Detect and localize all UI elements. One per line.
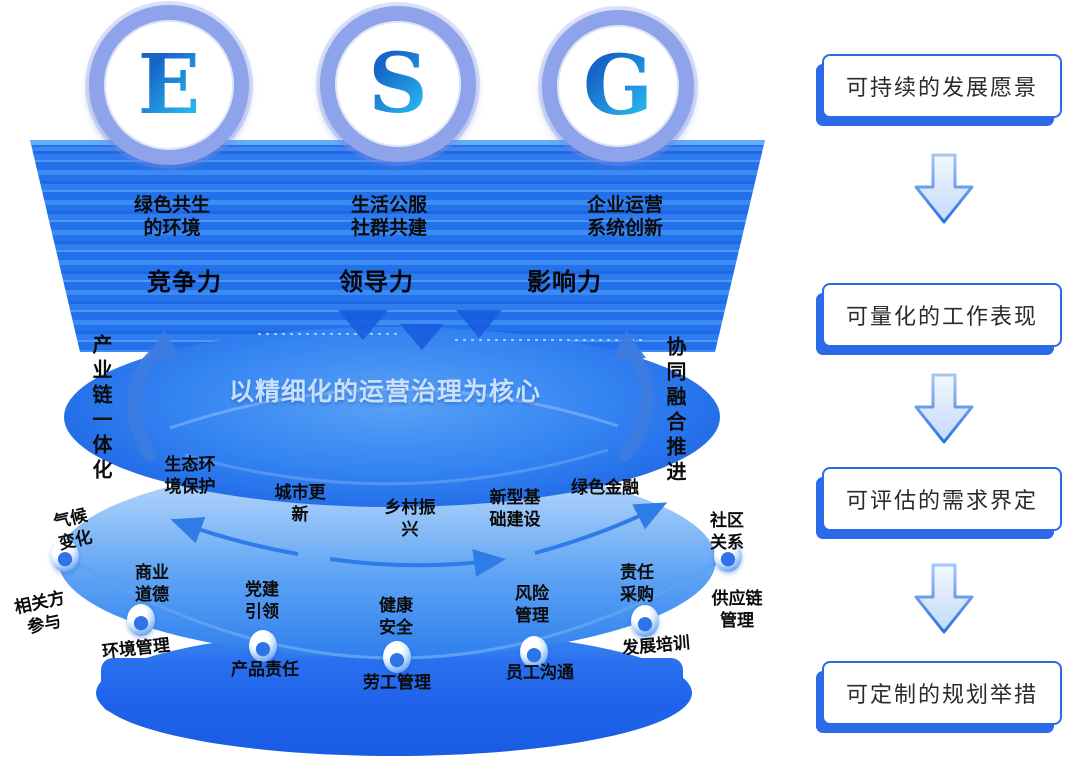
ring-label-urban-renewal: 城市更 新 xyxy=(274,483,326,524)
esg-circle-e: E xyxy=(89,5,249,165)
focus-label-governance: 企业运营 系统创新 xyxy=(586,195,663,240)
funnel-shape xyxy=(30,140,765,352)
ring-label-risk-management: 风险 管理 xyxy=(515,584,549,625)
down-arrow-icon xyxy=(905,562,983,636)
step-label: 可量化的工作表现 xyxy=(845,304,1038,329)
step-box-vision: 可持续的发展愿景 xyxy=(822,54,1062,118)
step-label: 可定制的规划举措 xyxy=(845,682,1038,707)
bead-icon xyxy=(631,605,659,637)
ring-label-green-finance: 绿色金融 xyxy=(571,478,639,497)
step-label: 可评估的需求界定 xyxy=(845,488,1038,513)
ring-label-rural-revitalization: 乡村振 兴 xyxy=(384,498,436,539)
down-arrow-icon xyxy=(905,152,983,226)
esg-circle-g: G xyxy=(542,10,694,162)
ring-label-health-safety: 健康 安全 xyxy=(379,596,413,637)
keyword-influence: 影响力 xyxy=(527,269,602,296)
down-arrow-icon xyxy=(905,372,983,446)
right-axis-label: 协同融合推进 xyxy=(663,336,685,486)
bead-icon xyxy=(383,641,411,673)
ring-label-community-relations: 社区 关系 xyxy=(710,511,744,552)
esg-letter-s: S xyxy=(368,36,428,132)
ring-label-party-building: 党建 引领 xyxy=(245,580,279,621)
core-banner: 以精细化的运营治理为核心 xyxy=(228,378,541,406)
esg-circle-s: S xyxy=(320,6,476,162)
keyword-competitiveness: 竞争力 xyxy=(147,269,222,296)
ring-label-product-responsibility: 产品责任 xyxy=(231,660,299,679)
focus-label-social: 生活公服 社群共建 xyxy=(350,195,427,240)
ring-label-labor-management: 劳工管理 xyxy=(363,673,431,692)
ring-label-employee-communication: 员工沟通 xyxy=(506,663,574,682)
ring-label-eco-protection: 生态环 境保护 xyxy=(164,455,216,496)
left-axis-label: 产业链一体化 xyxy=(89,334,111,484)
ring-label-supply-chain: 供应链 管理 xyxy=(711,589,763,630)
keyword-leadership: 领导力 xyxy=(339,269,414,296)
step-box-planning: 可定制的规划举措 xyxy=(822,661,1062,725)
ring-label-responsible-procurement: 责任 采购 xyxy=(620,563,654,604)
step-label: 可持续的发展愿景 xyxy=(845,75,1038,100)
esg-letter-e: E xyxy=(137,37,201,133)
step-box-performance: 可量化的工作表现 xyxy=(822,283,1062,347)
ring-label-stakeholder-engagement: 相关方 参与 xyxy=(12,588,67,637)
bead-icon xyxy=(249,630,277,662)
step-box-needs: 可评估的需求界定 xyxy=(822,467,1062,531)
bead-icon xyxy=(127,604,155,636)
ring-label-new-infrastructure: 新型基 础建设 xyxy=(489,488,541,529)
esg-letter-g: G xyxy=(582,38,654,134)
focus-label-environment: 绿色共生 的环境 xyxy=(133,195,210,240)
ring-label-development-training: 发展培训 xyxy=(621,633,691,658)
ring-label-business-ethics: 商业 道德 xyxy=(135,563,169,604)
